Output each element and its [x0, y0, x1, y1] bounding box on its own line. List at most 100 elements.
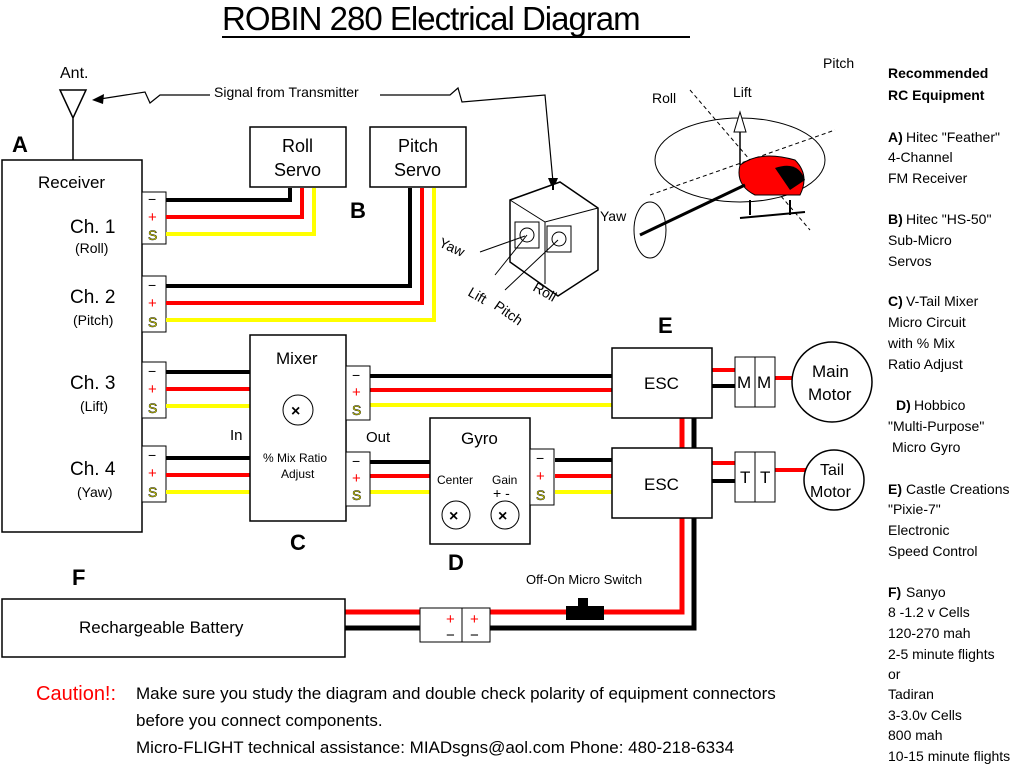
diagram-title: ROBIN 280 Electrical Diagram [222, 0, 640, 37]
equipment-f-line-3: 120-270 mah [888, 625, 971, 641]
tail-motor-label-2: Motor [810, 484, 852, 501]
equipment-a-line-3: FM Receiver [888, 170, 968, 186]
equipment-b-line-1: Hitec "HS-50" [906, 211, 991, 227]
svg-text:+: + [352, 384, 361, 401]
roll-servo-box [249, 126, 347, 188]
wire-mixer-main-esc [370, 374, 612, 407]
equipment-b-key: B) [888, 211, 903, 227]
transmitter-icon [479, 181, 599, 297]
main-motor [791, 341, 873, 423]
gyro-center-label: Center [437, 473, 473, 487]
equipment-e-line-4: Speed Control [888, 543, 978, 559]
equipment-heading-1: Recommended [888, 65, 988, 81]
receiver-connector-ch2: − + S [141, 275, 167, 333]
equipment-c-line-2: Micro Circuit [888, 314, 966, 330]
equipment-f-line-2: 8 -1.2 v Cells [888, 604, 970, 620]
svg-text:+: + [148, 209, 157, 226]
svg-text:S: S [536, 487, 545, 503]
channel-1-sub: (Roll) [75, 240, 108, 256]
wire-gyro-tail-esc [555, 458, 612, 494]
mixer-ratio-label: % Mix Ratio [263, 451, 327, 465]
svg-text:S: S [352, 402, 361, 418]
transmitter-pitch-label: Pitch [491, 297, 526, 328]
svg-text:S: S [148, 227, 157, 243]
gyro-title: Gyro [461, 429, 498, 448]
heli-yaw-label: Yaw [600, 208, 627, 224]
receiver-box [1, 159, 143, 533]
main-esc-box [611, 347, 713, 419]
equipment-heading-2: RC Equipment [888, 87, 985, 103]
svg-text:−: − [536, 450, 544, 466]
caution-line-3: Micro-FLIGHT technical assistance: MIADs… [136, 738, 734, 757]
receiver-label: Receiver [38, 173, 105, 192]
svg-text:T: T [760, 468, 770, 487]
tail-motor-label-1: Tail [820, 462, 844, 479]
tail-esc-label: ESC [644, 475, 679, 494]
equipment-f-line-1: Sanyo [906, 584, 946, 600]
mixer-adjust-label: Adjust [281, 467, 315, 481]
mixer-box [249, 334, 347, 522]
gyro-gain-signs: + - [493, 485, 510, 501]
pitch-servo-box [369, 126, 467, 188]
svg-text:−: − [148, 191, 156, 207]
equipment-b-line-2: Sub-Micro [888, 232, 952, 248]
signal-arrow-right [380, 86, 554, 183]
section-d: D [448, 550, 464, 575]
tail-motor [803, 449, 865, 511]
svg-text:T: T [740, 468, 750, 487]
helicopter-icon [633, 89, 836, 259]
receiver-connector-ch4: − + S [141, 445, 167, 503]
signal-arrow-left [99, 91, 210, 104]
svg-text:−: − [148, 447, 156, 463]
svg-text:M: M [757, 373, 771, 392]
caution-line-2: before you connect components. [136, 711, 383, 730]
micro-switch-icon [566, 598, 604, 620]
signal-label: Signal from Transmitter [214, 84, 359, 100]
caution-label: Caution!: [36, 683, 116, 705]
svg-text:+: + [148, 381, 157, 398]
equipment-f-line-8: 800 mah [888, 727, 942, 743]
heli-pitch-label: Pitch [823, 55, 854, 71]
equipment-b-line-3: Servos [888, 253, 932, 269]
equipment-c-line-1: V-Tail Mixer [906, 293, 979, 309]
equipment-f-key: F) [888, 584, 901, 600]
equipment-f-line-5: or [888, 666, 901, 682]
mixer-adjust-knob [282, 394, 314, 426]
transmitter-yaw-label: Yaw [437, 234, 468, 260]
svg-text:+: + [446, 611, 455, 628]
transmitter-lift-label: Lift [466, 284, 490, 307]
equipment-d-line-3: Micro Gyro [892, 439, 961, 455]
pitch-servo-label-1: Pitch [398, 136, 438, 156]
switch-label: Off-On Micro Switch [526, 572, 642, 587]
mixer-in-label: In [230, 427, 243, 444]
equipment-e-line-2: "Pixie-7" [888, 501, 941, 517]
equipment-f-line-4: 2-5 minute flights [888, 646, 995, 662]
main-motor-label-2: Motor [808, 385, 852, 404]
svg-text:×: × [498, 508, 507, 525]
equipment-d-key: D) [896, 397, 911, 413]
gyro-gain-knob [490, 500, 520, 530]
mixer-connector-2: − + S [345, 451, 371, 507]
section-c: C [290, 530, 306, 555]
tail-motor-connector-right [754, 451, 776, 503]
svg-text:−: − [148, 363, 156, 379]
svg-text:−: − [446, 627, 455, 644]
wire-ch2-pitch [166, 188, 436, 322]
svg-text:+: + [148, 465, 157, 482]
svg-text:−: − [470, 627, 479, 644]
svg-text:+: + [352, 470, 361, 487]
svg-text:S: S [148, 314, 157, 330]
channel-1-label: Ch. 1 [70, 217, 115, 238]
equipment-d-line-1: Hobbico [914, 397, 966, 413]
svg-text:+: + [148, 295, 157, 312]
battery-label: Rechargeable Battery [79, 618, 244, 637]
equipment-a-line-2: 4-Channel [888, 149, 953, 165]
svg-text:M: M [737, 373, 751, 392]
mixer-connector-1: − + S [345, 365, 371, 421]
svg-text:−: − [352, 453, 360, 469]
equipment-a-key: A) [888, 129, 903, 145]
roll-servo-label-2: Servo [274, 160, 321, 180]
svg-text:S: S [148, 400, 157, 416]
svg-text:−: − [148, 277, 156, 293]
svg-text:+: + [470, 611, 479, 628]
